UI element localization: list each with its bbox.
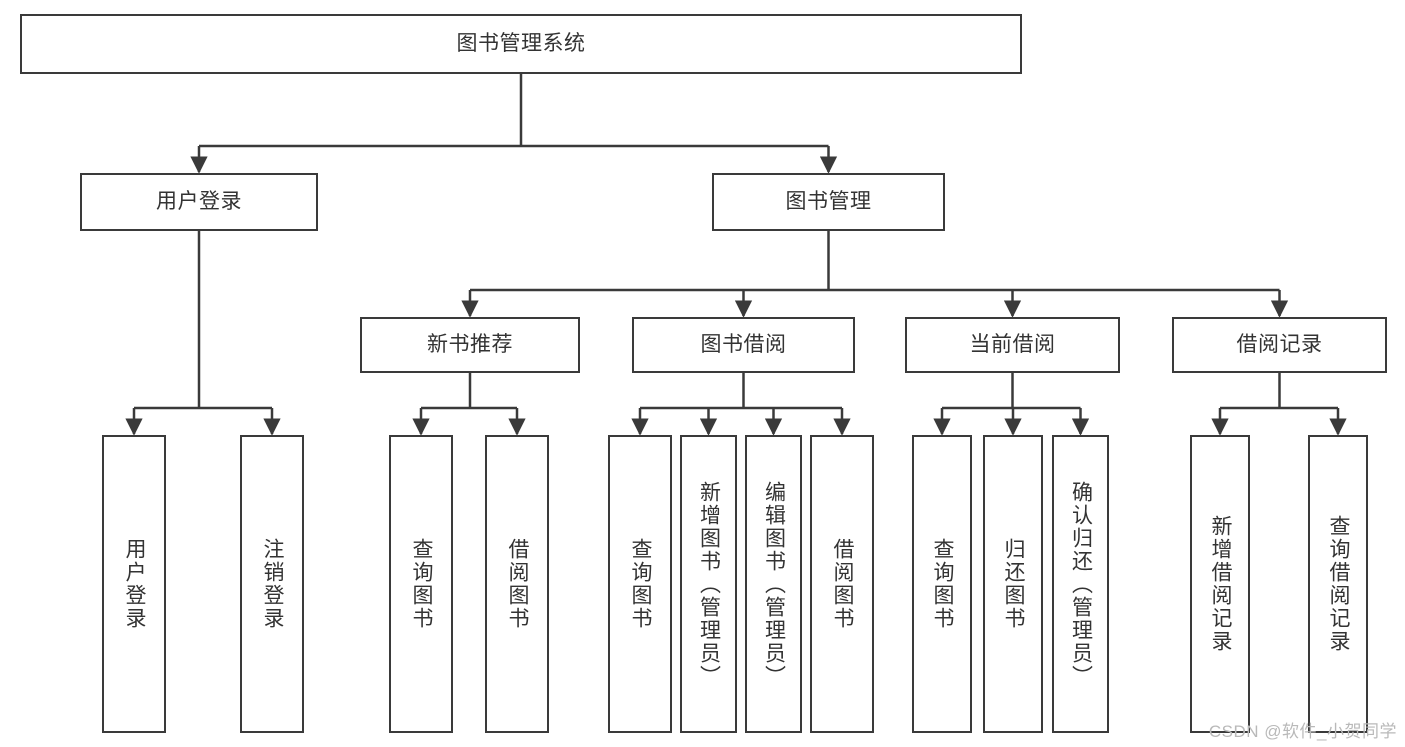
node-label: 图书借阅 <box>700 333 787 357</box>
node-label: 新书推荐 <box>427 333 513 357</box>
node-label: 查询图书 <box>629 538 652 630</box>
node-label: 图书管理 <box>785 190 872 214</box>
node-borrow: 图书借阅 <box>632 317 855 373</box>
node-c_confirm: 确认归还（管理员） <box>1052 435 1109 733</box>
csdn-watermark: CSDN @软件_小贺同学 <box>1208 722 1397 741</box>
node-n_borrow: 借阅图书 <box>485 435 549 733</box>
node-n_query: 查询图书 <box>389 435 453 733</box>
node-b_lend: 借阅图书 <box>810 435 874 733</box>
node-l_logout: 注销登录 <box>240 435 304 733</box>
node-l_login: 用户登录 <box>102 435 166 733</box>
node-newbook: 新书推荐 <box>360 317 580 373</box>
node-label: 图书管理系统 <box>456 32 586 56</box>
node-c_query: 查询图书 <box>912 435 972 733</box>
node-label: 新增借阅记录 <box>1209 515 1232 653</box>
node-label: 新增图书（管理员） <box>697 480 721 688</box>
node-label: 编辑图书（管理员） <box>762 480 786 688</box>
node-label: 查询图书 <box>931 538 954 630</box>
node-b_edit: 编辑图书（管理员） <box>745 435 802 733</box>
node-root: 图书管理系统 <box>20 14 1022 74</box>
node-r_query: 查询借阅记录 <box>1308 435 1368 733</box>
node-b_add: 新增图书（管理员） <box>680 435 737 733</box>
node-label: 借阅记录 <box>1236 333 1323 357</box>
node-label: 归还图书 <box>1002 538 1025 630</box>
node-b_query: 查询图书 <box>608 435 672 733</box>
node-label: 用户登录 <box>156 190 242 214</box>
node-c_return: 归还图书 <box>983 435 1043 733</box>
node-bookmgmt: 图书管理 <box>712 173 945 231</box>
node-label: 当前借阅 <box>969 333 1056 357</box>
node-records: 借阅记录 <box>1172 317 1387 373</box>
node-label: 用户登录 <box>123 538 146 630</box>
node-label: 查询图书 <box>410 538 433 630</box>
node-r_add: 新增借阅记录 <box>1190 435 1250 733</box>
node-login: 用户登录 <box>80 173 318 231</box>
node-label: 注销登录 <box>261 538 284 630</box>
node-current: 当前借阅 <box>905 317 1120 373</box>
node-label: 查询借阅记录 <box>1327 515 1350 653</box>
node-label: 借阅图书 <box>831 538 854 630</box>
node-label: 确认归还（管理员） <box>1069 480 1093 688</box>
node-label: 借阅图书 <box>506 538 529 630</box>
